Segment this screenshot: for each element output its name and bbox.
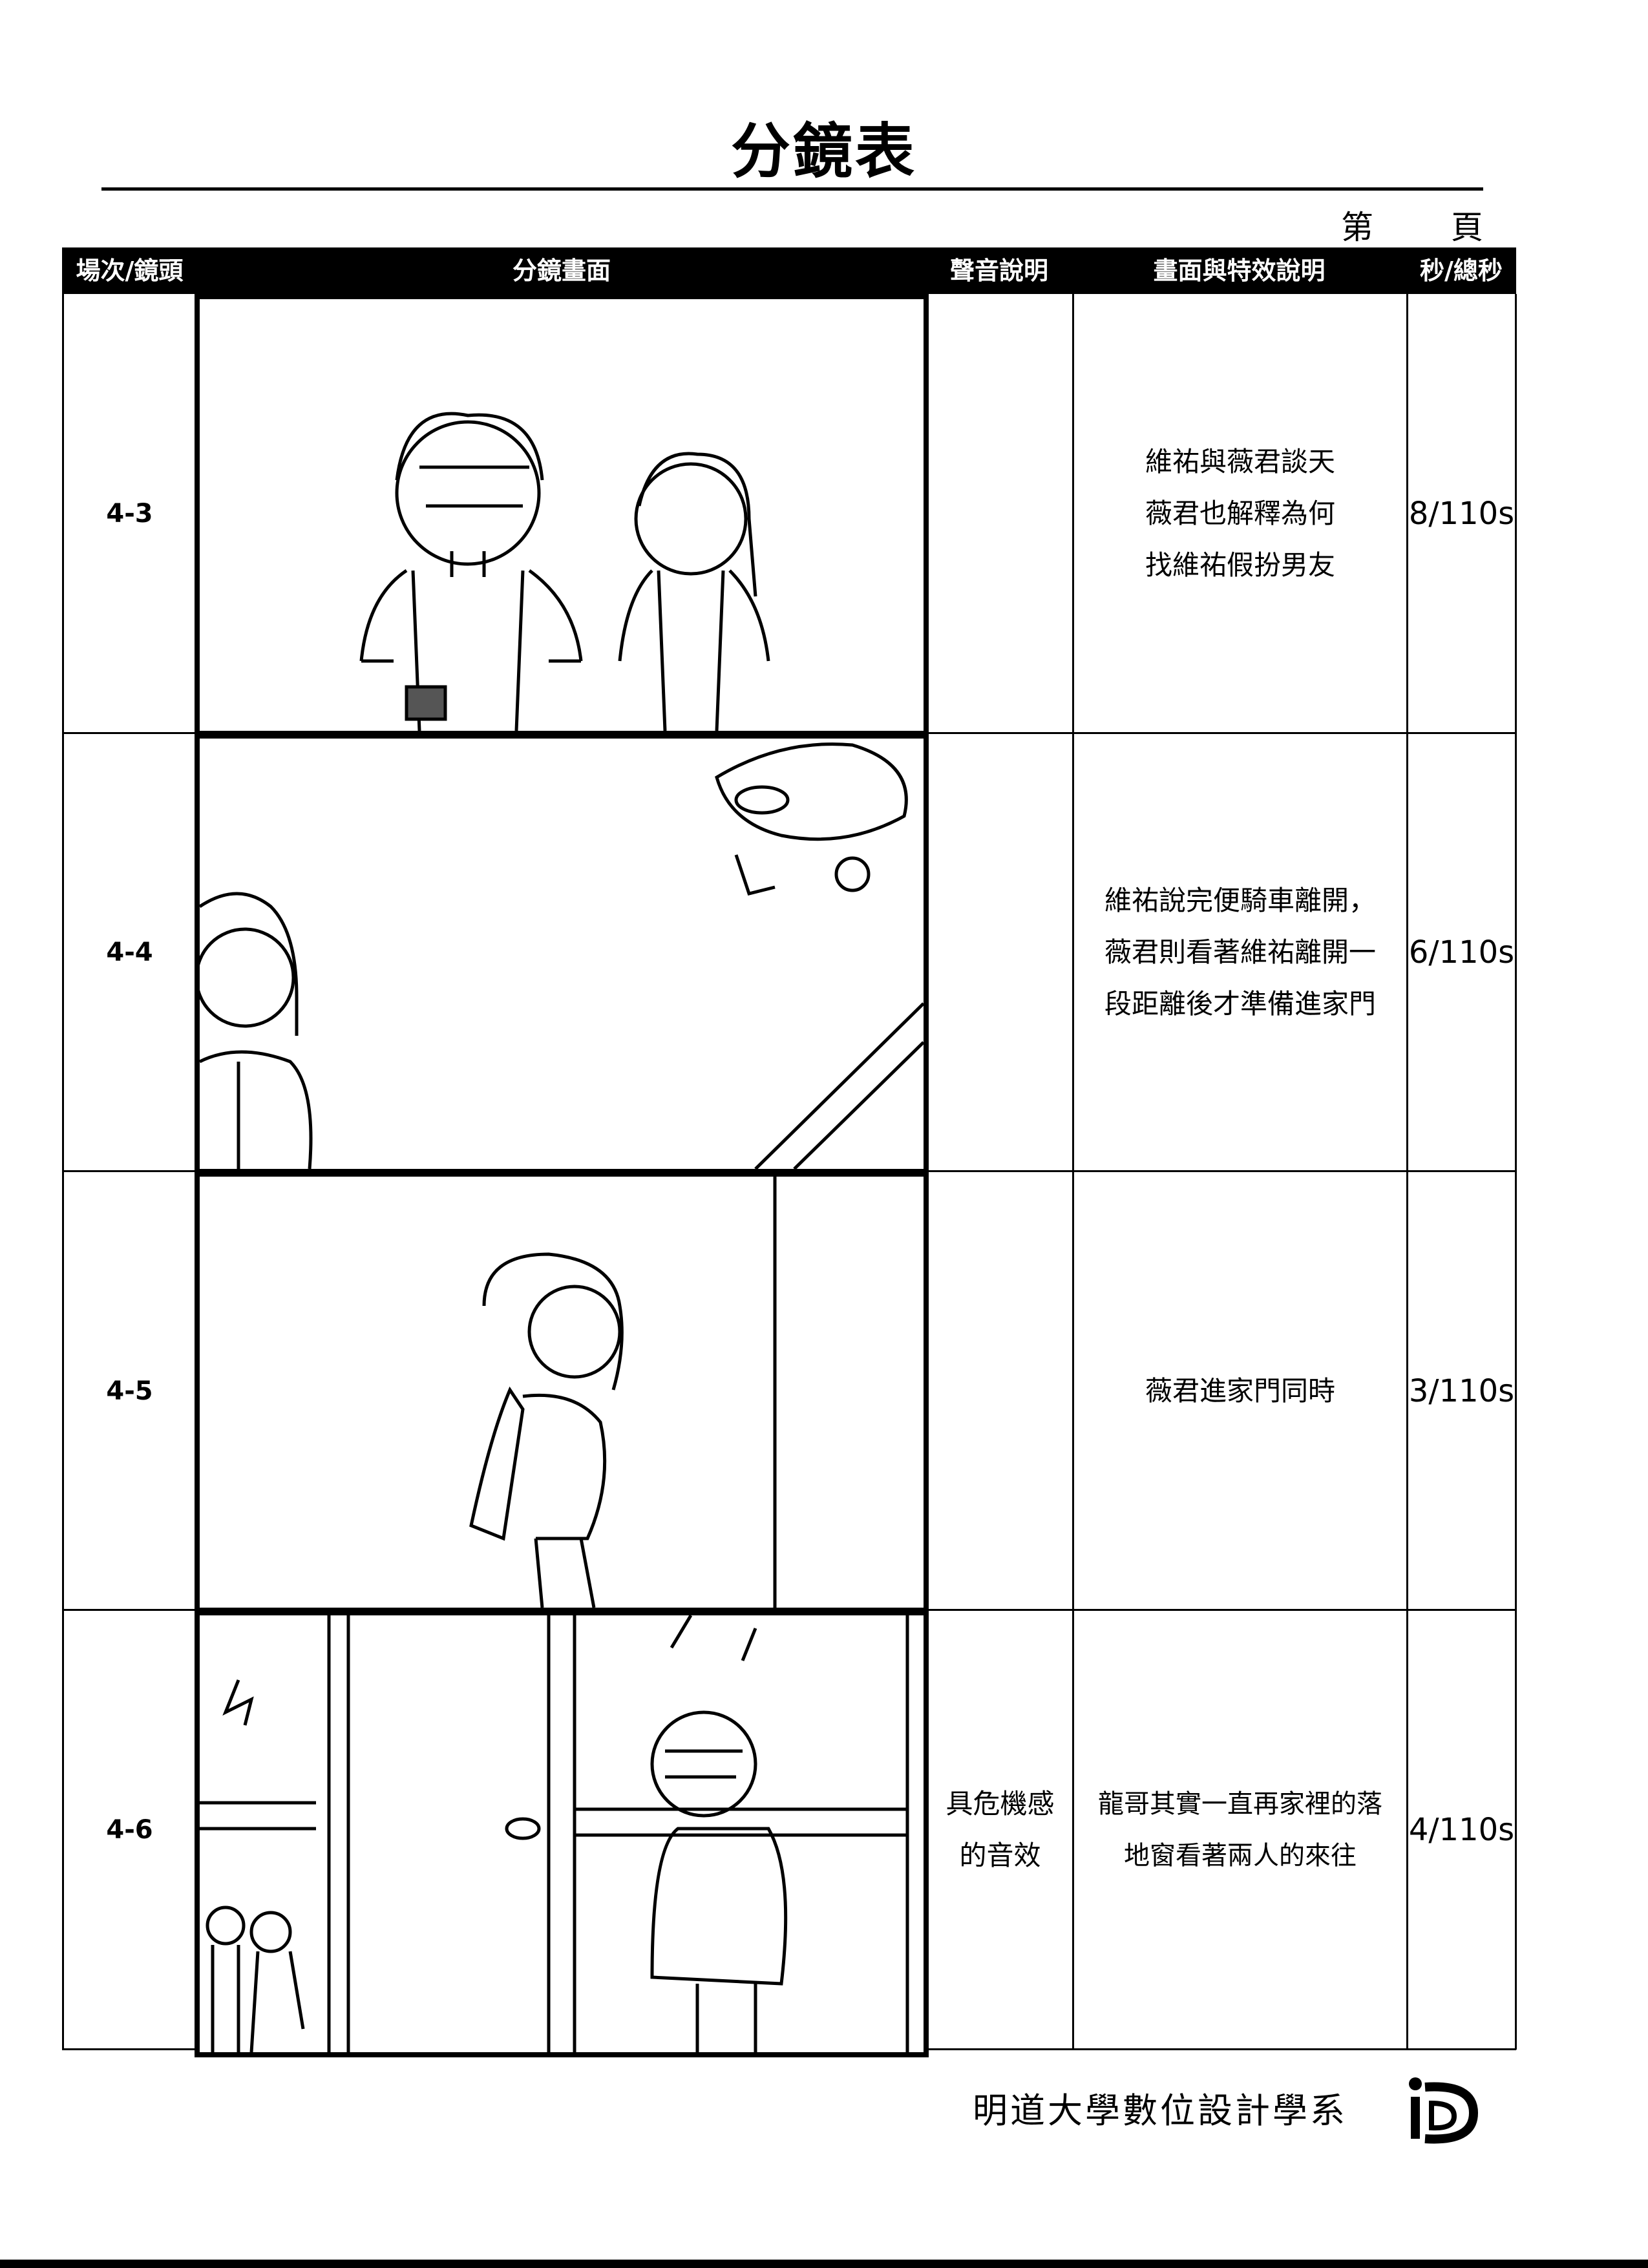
sketch-girl-entering-home xyxy=(469,1177,777,1608)
institution-name: 明道大學數位設計學系 xyxy=(973,2090,1347,2131)
shot-number: 4-4 xyxy=(106,938,153,967)
sound-cell: 具危機感 的音效 xyxy=(928,1610,1072,2050)
description-line: 薇君也解釋為何 xyxy=(1145,498,1335,529)
storyboard-frame-4-4 xyxy=(195,733,929,1174)
storyboard-frame-4-3 xyxy=(195,294,929,736)
header-description: 畫面與特效說明 xyxy=(1153,257,1326,285)
storyboard-frame-4-5 xyxy=(195,1171,929,1613)
sound-line: 的音效 xyxy=(959,1840,1041,1871)
description-line: 段距離後才準備進家門 xyxy=(1104,988,1376,1020)
description-line: 地窗看著兩人的來往 xyxy=(1124,1841,1357,1871)
description-cell: 維祐說完便騎車離開， 薇君則看著維祐離開一 段距離後才準備進家門 xyxy=(1074,733,1406,1171)
header-frame: 分鏡畫面 xyxy=(512,257,611,285)
page-prefix: 第 xyxy=(1341,209,1373,246)
header-sound: 聲音說明 xyxy=(949,257,1048,285)
description-cell: 薇君進家門同時 xyxy=(1074,1171,1406,1610)
seconds-cell: 6/110s xyxy=(1408,934,1515,971)
seconds-cell: 8/110s xyxy=(1408,496,1515,532)
header-seconds: 秒/總秒 xyxy=(1420,257,1503,285)
title-rule xyxy=(101,187,1483,191)
sketch-two-students-talking xyxy=(359,412,770,731)
shot-number: 4-6 xyxy=(106,1815,153,1845)
description-cell: 維祐與薇君談天 薇君也解釋為何 找維祐假扮男友 xyxy=(1074,294,1406,733)
seconds-cell: 4/110s xyxy=(1408,1812,1515,1848)
sketch-girl-watching-scooter xyxy=(200,742,924,1169)
description-line: 龍哥其實一直再家裡的落 xyxy=(1098,1789,1382,1819)
department-logo xyxy=(1396,2058,1486,2148)
shot-number: 4-5 xyxy=(106,1376,153,1406)
sound-cell xyxy=(928,294,1072,733)
seconds-cell: 3/110s xyxy=(1408,1372,1515,1409)
page-title: 分鏡表 xyxy=(730,117,917,186)
table-header: 場次/鏡頭 分鏡畫面 聲音說明 畫面與特效說明 秒/總秒 xyxy=(62,247,1516,294)
sound-line: 具危機感 xyxy=(945,1788,1055,1820)
description-line: 維祐說完便騎車離開， xyxy=(1104,885,1376,916)
description-line: 找維祐假扮男友 xyxy=(1145,549,1335,581)
sound-cell xyxy=(928,733,1072,1171)
sound-cell xyxy=(928,1171,1072,1610)
shot-number: 4-3 xyxy=(106,499,153,529)
description-cell: 龍哥其實一直再家裡的落 地窗看著兩人的來往 xyxy=(1074,1610,1406,2050)
page-suffix: 頁 xyxy=(1451,209,1483,246)
scan-edge xyxy=(0,2260,1648,2268)
description-line: 薇君則看著維祐離開一 xyxy=(1104,936,1376,968)
header-shot: 場次/鏡頭 xyxy=(76,257,184,285)
storyboard-frame-4-6 xyxy=(195,1610,929,2057)
description-line: 維祐與薇君談天 xyxy=(1145,446,1335,478)
description-line: 薇君進家門同時 xyxy=(1145,1374,1335,1407)
logo-icon xyxy=(1409,2077,1479,2144)
sketch-brother-at-window xyxy=(200,1615,909,2052)
